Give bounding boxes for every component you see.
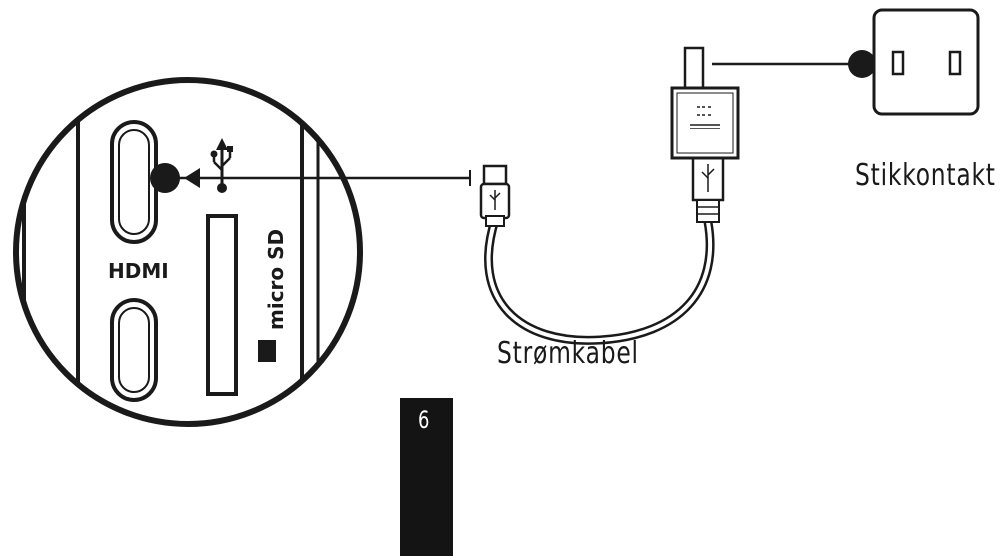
- cable-inner: [486, 219, 713, 343]
- adapter-body-inner: [676, 92, 734, 154]
- hdmi-label: HDMI: [108, 259, 169, 283]
- usb-a-plug-symbol: [701, 164, 715, 192]
- outlet-connection-point: [848, 50, 876, 78]
- page-number: 6: [418, 406, 430, 434]
- micro-usb-strain-relief: [485, 215, 505, 227]
- cable-label: Strømkabel: [497, 336, 639, 371]
- adapter-print-marks: [690, 106, 720, 129]
- micro-usb-plug-symbol: [489, 190, 501, 210]
- micro-sd-label: micro SD: [264, 229, 288, 330]
- power-adapter: [670, 46, 740, 160]
- usb-a-strain-relief: [696, 199, 720, 223]
- micro-sd-slot: [206, 214, 238, 396]
- adapter-body: [670, 86, 740, 160]
- magnifier-rim: [13, 77, 363, 427]
- adapter-prong: [683, 46, 705, 90]
- device-port-magnifier: HDMI micro SD: [13, 77, 363, 427]
- micro-usb-plug-tip: [482, 164, 508, 186]
- wall-socket: [872, 8, 980, 116]
- usb-icon: [210, 138, 233, 193]
- hdmi-port: [110, 298, 158, 402]
- usb-port-inner: [118, 129, 150, 235]
- sd-card-icon: [258, 336, 276, 362]
- socket-plate: [872, 8, 980, 116]
- socket-hole-left: [891, 50, 905, 76]
- page-tab: 6: [400, 398, 453, 556]
- socket-hole-right: [948, 50, 962, 76]
- socket-label: Stikkontakt: [855, 158, 996, 193]
- power-cable: [479, 156, 725, 345]
- hdmi-port-inner: [118, 307, 150, 393]
